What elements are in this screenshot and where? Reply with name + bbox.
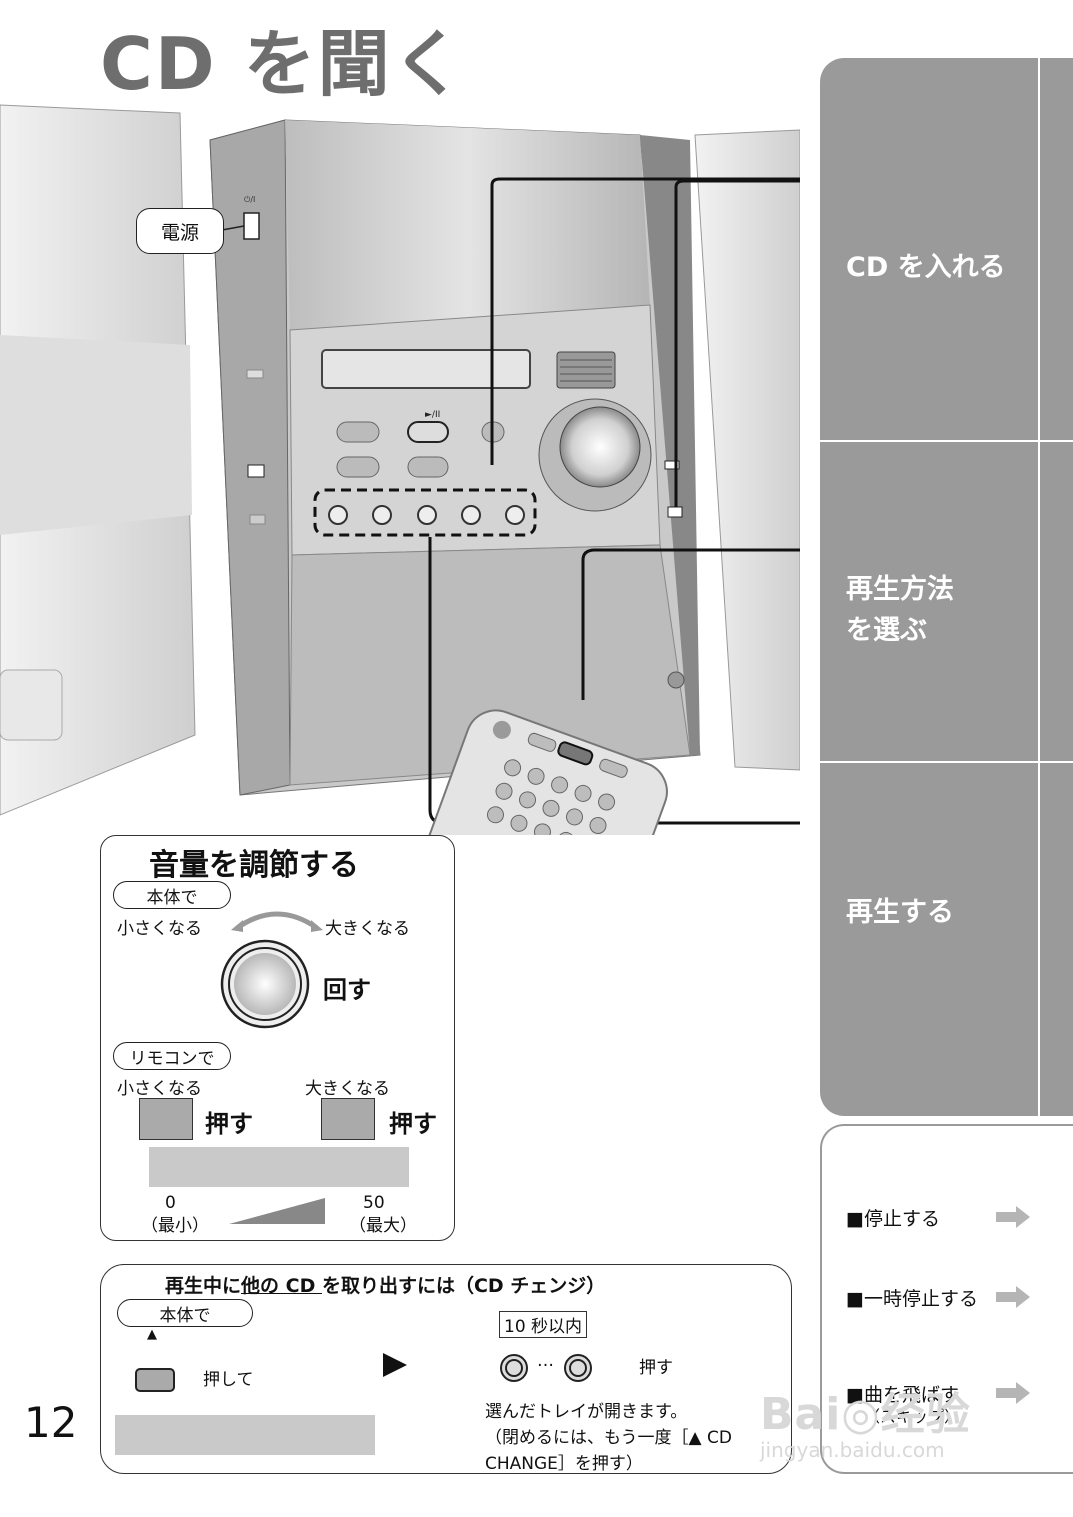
ellipsis: …: [537, 1351, 554, 1371]
stereo-illustration: ►/II ⏻/I: [0, 104, 800, 835]
unit-smaller-label: 小さくなる: [117, 919, 202, 939]
arrow-right-icon: [996, 1286, 1030, 1308]
cd-change-title: 再生中に他の CD を取り出すには（CD チェンジ）: [165, 1271, 605, 1298]
volume-min-value: 0: [165, 1193, 176, 1213]
volume-ramp-icon: [229, 1198, 325, 1224]
cd-change-title-underlined: 他の CD: [241, 1275, 322, 1297]
step-select-mode-line2: を選ぶ: [846, 614, 927, 646]
op-pause: ■一時停止する: [846, 1288, 978, 1310]
press-and-label: 押して: [203, 1370, 254, 1390]
op-skip-sub: （スキップ）: [864, 1407, 961, 1426]
step-separator: [820, 440, 1073, 442]
remote-larger-label: 大きくなる: [305, 1079, 390, 1099]
close-note-line2: CHANGE］を押す）: [485, 1454, 643, 1474]
cd-change-button: [135, 1368, 175, 1392]
unit-larger-label: 大きくなる: [325, 919, 410, 939]
volume-display: [149, 1147, 409, 1187]
press-label: 押す: [639, 1358, 673, 1378]
arrow-right-icon: [996, 1206, 1030, 1228]
step-play: 再生する: [846, 897, 954, 928]
step-insert-cd: CD を入れる: [846, 252, 1006, 283]
volume-title: 音量を調節する: [149, 848, 359, 883]
step-panel: CD を入れる 再生方法 を選ぶ 再生する: [820, 58, 1073, 1116]
cd-change-section: 再生中に他の CD を取り出すには（CD チェンジ） 本体で ▲ 押して 10 …: [100, 1264, 792, 1474]
volume-section: 音量を調節する 本体で 小さくなる 大きくなる 回す リモコンで 小さくなる 大…: [100, 835, 455, 1241]
page-number: 12: [24, 1398, 78, 1447]
play-pause-symbol: ►/II: [425, 410, 440, 420]
step-select-mode-line1: 再生方法: [846, 574, 954, 605]
remote-pill: リモコンで: [113, 1042, 231, 1070]
eject-symbol: ▲: [147, 1327, 157, 1342]
cd-change-title-post: を取り出すには（CD チェンジ）: [321, 1275, 606, 1297]
unit-pill: 本体で: [113, 881, 231, 909]
step-select-mode: 再生方法 を選ぶ: [846, 570, 954, 651]
remote-volume-up-button: [321, 1098, 375, 1140]
power-label: 電源: [136, 208, 224, 254]
within-seconds-label: 10 秒以内: [499, 1311, 588, 1338]
volume-max-label: （最大）: [349, 1216, 417, 1236]
remote-volume-down-button: [139, 1098, 193, 1140]
watermark-brand: Bai◎经验: [760, 1389, 971, 1440]
power-symbol: ⏻/I: [244, 195, 255, 204]
volume-min-label: （最小）: [141, 1216, 209, 1236]
step-divider: [1038, 58, 1040, 1116]
press-label: 押す: [389, 1110, 437, 1138]
turn-label: 回す: [323, 976, 371, 1004]
disc-button-icon: [564, 1354, 592, 1382]
op-stop: ■停止する: [846, 1208, 940, 1230]
press-label: 押す: [205, 1110, 253, 1138]
op-skip: ■曲を飛ばす: [846, 1384, 959, 1406]
play-arrow-icon: [383, 1353, 407, 1377]
watermark-url: jingyan.baidu.com: [760, 1438, 945, 1462]
arrow-right-icon: [996, 1382, 1030, 1404]
rotate-arrow-icon: [231, 911, 323, 932]
tray-opens-text: 選んだトレイが開きます。: [485, 1402, 688, 1422]
close-note-line1: （閉めるには、もう一度［▲ CD: [485, 1428, 732, 1448]
disc-button-icon: [500, 1354, 528, 1382]
unit-pill: 本体で: [117, 1299, 253, 1327]
operations-panel: ■停止する ■一時停止する ■曲を飛ばす （スキップ）: [820, 1124, 1073, 1474]
page-title: CD を聞く: [100, 22, 466, 106]
cd-change-title-pre: 再生中に: [165, 1275, 242, 1297]
volume-knob-icon: [220, 939, 310, 1029]
step-separator: [820, 761, 1073, 763]
volume-max-value: 50: [363, 1193, 385, 1213]
remote-smaller-label: 小さくなる: [117, 1079, 202, 1099]
cd-display: [115, 1415, 375, 1455]
